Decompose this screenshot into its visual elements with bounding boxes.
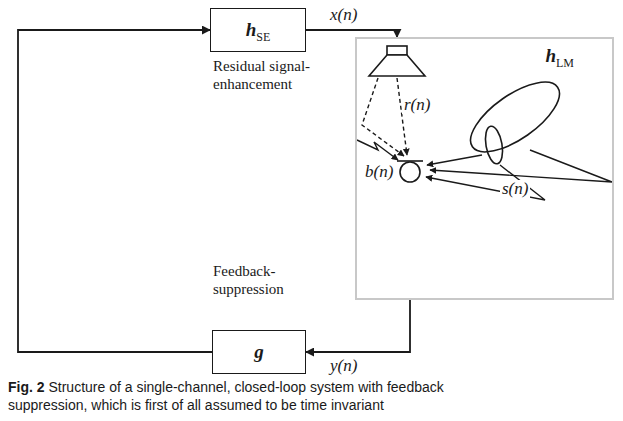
signal-name: b(n) — [363, 163, 395, 181]
symbol-subscript: LM — [556, 56, 574, 70]
speech-path — [426, 150, 612, 200]
symbol-letter: g — [254, 341, 264, 362]
block-symbol: hSE — [246, 19, 271, 41]
signal-line — [18, 30, 212, 352]
loudspeaker — [369, 46, 425, 76]
process-box: hSE — [210, 8, 306, 52]
figure-number: Fig. 2 — [8, 379, 45, 395]
caption-text: Structure of a single-channel, closed-lo… — [8, 379, 444, 413]
signal-line — [306, 300, 410, 352]
block-symbol: hLM — [545, 45, 574, 67]
signal-name: y(n) — [328, 357, 359, 375]
symbol-letter: h — [545, 45, 556, 66]
block-label: Residual signal- enhancement — [213, 57, 331, 93]
signal-line — [306, 30, 397, 37]
signal-name: s(n) — [500, 180, 530, 198]
block-label: Feedback- suppression — [213, 262, 305, 298]
feedback-path — [362, 78, 407, 156]
process-box: g — [212, 330, 306, 374]
signal-name: x(n) — [328, 6, 359, 24]
symbol-subscript: SE — [256, 30, 270, 44]
block-symbol: g — [254, 341, 264, 363]
symbol-letter: h — [246, 19, 257, 40]
signal-name: r(n) — [402, 96, 432, 114]
figure-caption: Fig. 2 Structure of a single-channel, cl… — [8, 378, 513, 414]
microphone — [397, 161, 423, 182]
talker — [460, 69, 570, 165]
noise-arrow — [357, 140, 398, 160]
